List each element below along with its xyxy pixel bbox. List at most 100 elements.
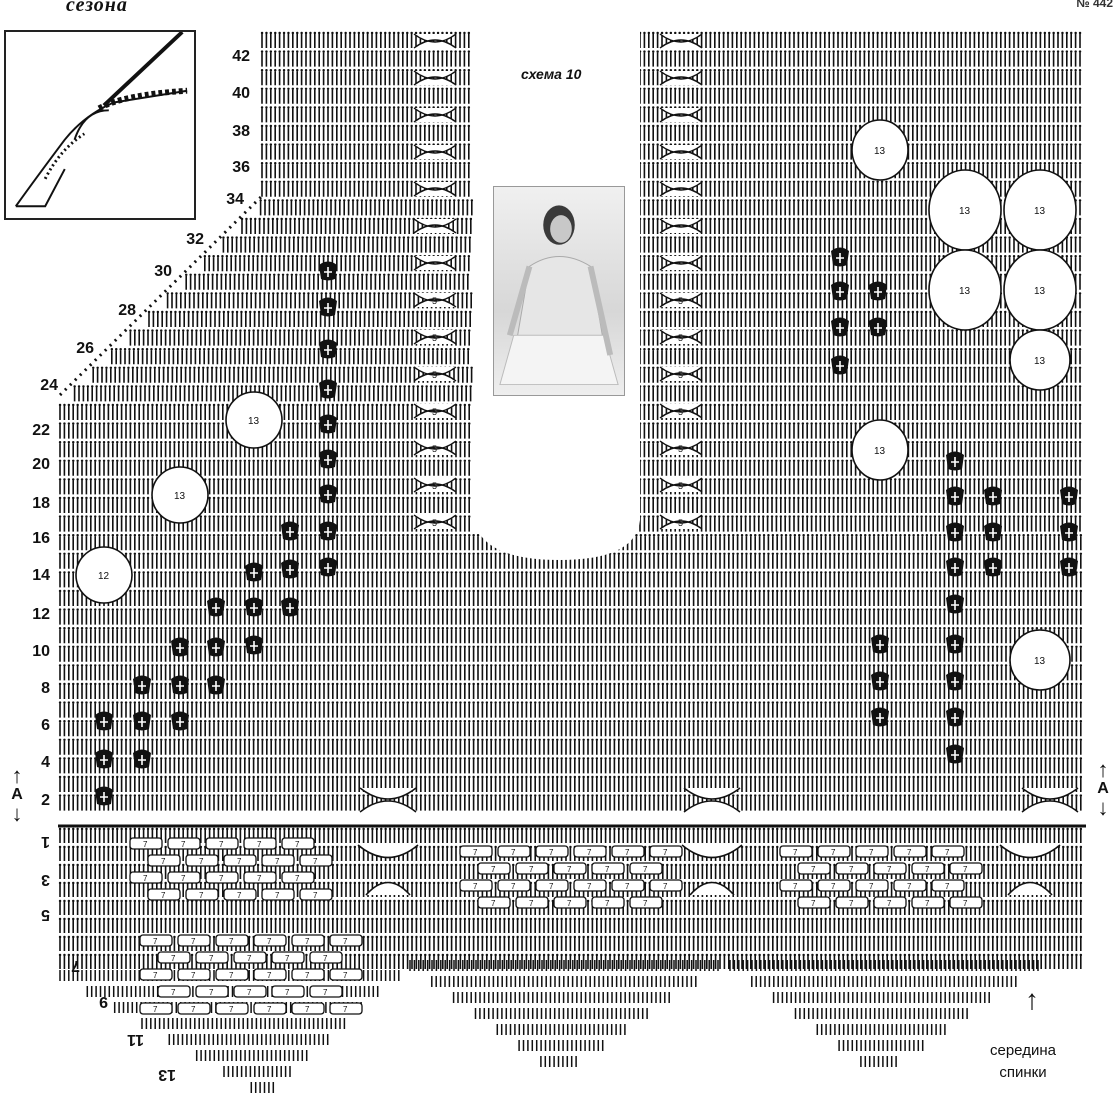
bobble-detail (324, 420, 332, 430)
stitch-count-label: 7 (663, 848, 668, 857)
row-number: 6 (41, 717, 50, 734)
stitch-count-label: 7 (305, 937, 310, 946)
bobble-detail (874, 287, 882, 297)
shell-stitch (629, 862, 663, 875)
shell-stitch (553, 862, 587, 875)
bobble-detail (324, 267, 332, 277)
shell-stitch (931, 845, 965, 858)
bobble-detail (1065, 563, 1073, 573)
stitch-count-label: 7 (191, 1005, 196, 1014)
lace-arch (413, 33, 457, 49)
row-number: 24 (40, 377, 58, 394)
bobble-detail (250, 603, 258, 613)
stitch-count-label: 5 (678, 518, 683, 528)
shell-stitch (233, 951, 267, 964)
shell-stitch (157, 951, 191, 964)
stitch-count-label: 7 (295, 874, 300, 883)
row-number: 18 (32, 495, 50, 512)
stitch-row (59, 703, 1082, 718)
stitch-count-label: 7 (237, 857, 242, 866)
shell-stitch (535, 845, 569, 858)
lace-arch (413, 514, 457, 530)
marker-a-right: ↑ A ↓ (1093, 759, 1113, 819)
stitch-count-label: 7 (323, 954, 328, 963)
stitch-row (59, 647, 1082, 662)
shell-stitch (261, 888, 295, 901)
lace-arch (413, 329, 457, 345)
stitch-count-label: 7 (663, 882, 668, 891)
shell-stitch (205, 871, 239, 884)
stitch-count-label: 7 (831, 848, 836, 857)
stitch-row (261, 89, 470, 104)
shell-stitch (129, 837, 163, 850)
bobble-detail (212, 681, 220, 691)
shell-stitch (261, 854, 295, 867)
shell-stitch (299, 888, 333, 901)
stitch-row (59, 610, 1082, 625)
stitch-row (261, 164, 470, 179)
stitch-row (639, 52, 1081, 67)
stitch-count-label: 7 (267, 971, 272, 980)
bobble-detail (324, 527, 332, 537)
shell-stitch (185, 854, 219, 867)
shell-stitch (223, 888, 257, 901)
bobble-detail (176, 681, 184, 691)
stitch-count-label: 7 (343, 1005, 348, 1014)
stitch-count-label: 13 (1034, 286, 1046, 297)
stitch-count-label: 5 (678, 333, 683, 343)
shell-stitch (129, 871, 163, 884)
stitch-row (639, 238, 1081, 253)
stitch-count-label: 7 (473, 882, 478, 891)
shell-stitch (873, 862, 907, 875)
shell-stitch (205, 837, 239, 850)
lace-arch (413, 292, 457, 308)
bobble-detail (138, 681, 146, 691)
bobble-detail (876, 640, 884, 650)
stitch-count-label: 7 (295, 840, 300, 849)
stitch-count-label: 7 (887, 899, 892, 908)
shell-stitch (243, 871, 277, 884)
lace-arch (413, 218, 457, 234)
bobble-detail (176, 643, 184, 653)
stitch-count-label: 5 (678, 444, 683, 454)
bobble-detail (250, 568, 258, 578)
stitch-count-label: 7 (305, 971, 310, 980)
bobble-detail (138, 755, 146, 765)
bobble-detail (1065, 528, 1073, 538)
stitch-count-label: 5 (432, 370, 437, 380)
shell-stitch (649, 845, 683, 858)
shell-stitch (855, 879, 889, 892)
bobble-detail (286, 565, 294, 575)
stitch-count-label: 7 (247, 954, 252, 963)
lace-arch (659, 292, 703, 308)
stitch-count-label: 13 (874, 446, 886, 457)
stitch-row (59, 573, 1082, 588)
stitch-count-label: 7 (153, 1005, 158, 1014)
stitch-count-label: 5 (678, 296, 683, 306)
shell-stitch (147, 888, 181, 901)
shell-stitch (553, 896, 587, 909)
lace-arch (413, 144, 457, 160)
lace-arch (413, 181, 457, 197)
stitch-row (639, 406, 1081, 420)
row-number: 12 (32, 606, 50, 623)
row-number: 42 (232, 48, 250, 65)
lace-arch (413, 477, 457, 493)
bobble-detail (951, 640, 959, 650)
stitch-count-label: 7 (285, 954, 290, 963)
stitch-count-label: 7 (153, 937, 158, 946)
row-number: 16 (32, 530, 50, 547)
stitch-count-label: 7 (229, 937, 234, 946)
lace-medallion (75, 546, 133, 604)
stitch-count-label: 5 (432, 296, 437, 306)
model-photo (493, 186, 625, 396)
lace-medallion (1009, 629, 1071, 691)
shell-stitch (139, 1002, 173, 1015)
bobble-detail (100, 792, 108, 802)
bobble-detail (212, 643, 220, 653)
row-number: 28 (118, 302, 136, 319)
bobble-detail (951, 750, 959, 760)
bobble-detail (951, 528, 959, 538)
shell-stitch (177, 968, 211, 981)
stitch-count-label: 7 (643, 899, 648, 908)
